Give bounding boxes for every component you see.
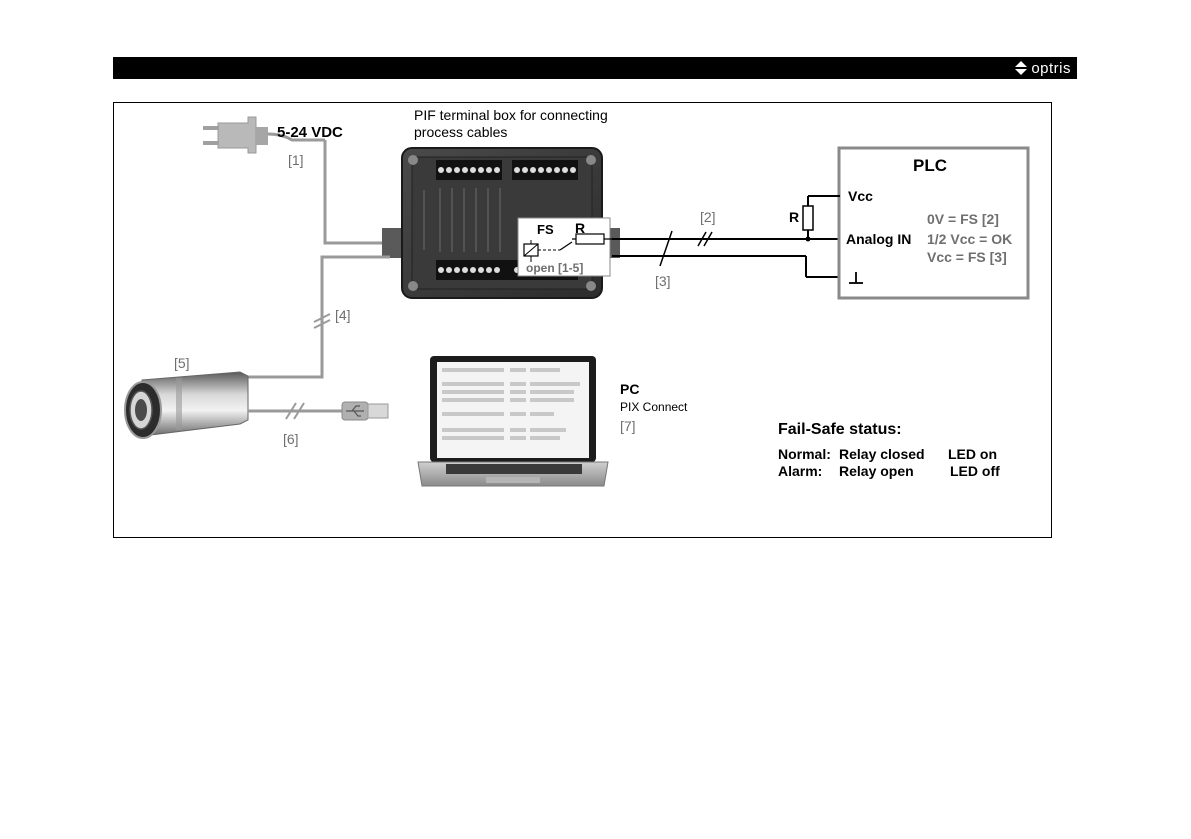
pc-title: PC [620,381,639,397]
cable-ref-4: [4] [335,307,351,323]
usb-cable [248,403,342,419]
failsafe-heading: Fail-Safe status: [778,421,902,438]
camera-process-cable [240,257,390,377]
cable-ref-7: [7] [620,418,636,434]
failsafe-row-normal-led: LED on [948,446,997,462]
failsafe-row-alarm-mode: Alarm: [778,463,822,479]
fs-label: FS [537,222,554,237]
pif-title-line1: PIF terminal box for connecting [414,107,608,123]
state-ok: 1/2 Vcc = OK [927,231,1012,247]
terminal-block-top-left [436,160,502,180]
laptop [418,356,608,486]
usb-plug [342,402,388,420]
plc-title: PLC [913,156,947,175]
cable-ref-3: [3] [655,273,671,289]
terminal-block-top-right [512,160,578,180]
relay-open-label: open [1-5] [526,261,583,275]
failsafe-row-alarm-relay: Relay open [839,463,914,479]
power-voltage-label: 5-24 VDC [277,124,343,141]
state-fs-high: Vcc = FS [3] [927,249,1007,265]
power-cable [325,140,390,243]
plc-resistor-label: R [789,209,799,225]
state-fs-low: 0V = FS [2] [927,211,999,227]
failsafe-row-alarm-led: LED off [950,463,1000,479]
failsafe-row-normal-mode: Normal: [778,446,831,462]
cable-ref-1: [1] [288,152,304,168]
ir-camera [125,372,248,438]
relay-resistor-label: R [575,220,585,236]
failsafe-row-normal-relay: Relay closed [839,446,925,462]
plc-analog-in-label: Analog IN [846,231,911,247]
plc-vcc-label: Vcc [848,188,873,204]
camera-ref-5: [5] [174,355,190,371]
cable-ref-6: [6] [283,431,299,447]
cable-ref-2: [2] [700,209,716,225]
pc-software-label: PIX Connect [620,400,688,414]
pif-title-line2: process cables [414,124,507,140]
